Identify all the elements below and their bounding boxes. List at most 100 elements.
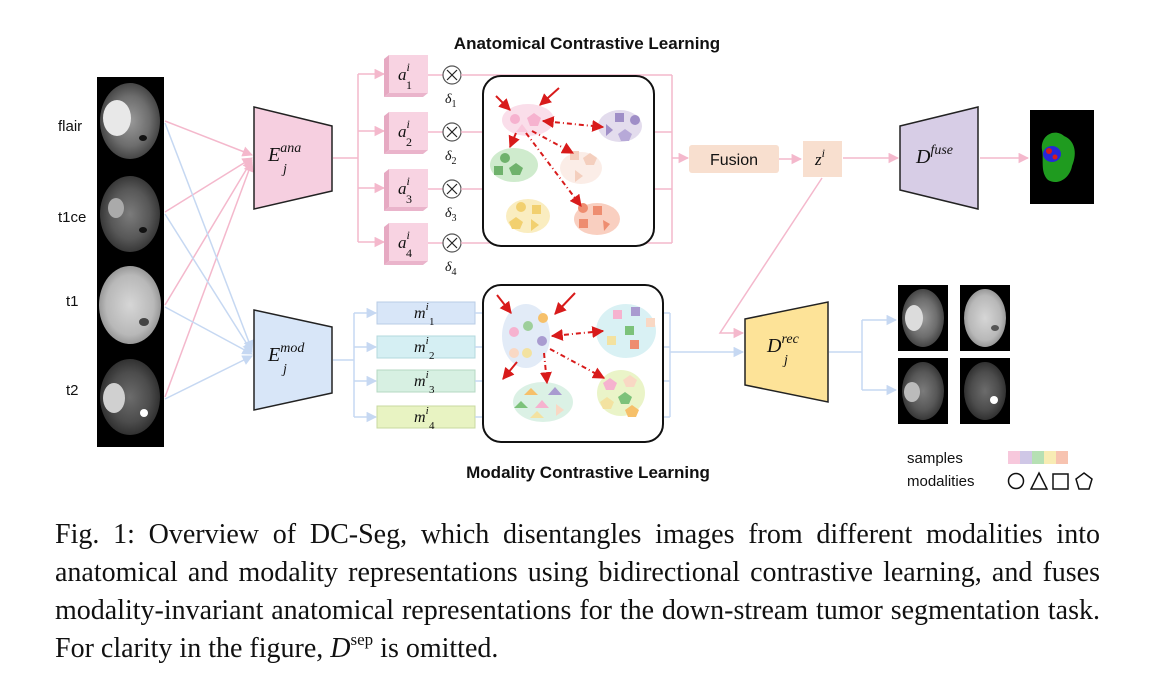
- fuse-decoder-sup: fuse: [930, 143, 953, 158]
- delta-1: δ: [445, 92, 452, 107]
- mri-slice-flair: [100, 83, 160, 159]
- ana-encoder-base: E: [267, 144, 280, 166]
- legend-samples-label: samples: [907, 450, 963, 467]
- z-sup: i: [822, 146, 825, 160]
- svg-text:mi: mi: [414, 335, 429, 356]
- mri-slice-t2: [100, 359, 160, 435]
- z-base: z: [814, 150, 822, 169]
- square-shape-icon: [1052, 473, 1069, 490]
- mri-slice-t1ce: [100, 176, 160, 252]
- sample-swatch-1: [1008, 451, 1020, 464]
- caption-math-base: D: [330, 633, 351, 664]
- m2-sup: i: [426, 335, 429, 347]
- sample-swatch-5: [1056, 451, 1068, 464]
- svg-text:Drec: Drec: [766, 332, 800, 357]
- rec-output-lines: [829, 314, 898, 396]
- anatomy-block-1: ai 1: [384, 55, 428, 97]
- sample-swatch-3: [1032, 451, 1044, 464]
- a3-sub: 3: [406, 192, 412, 206]
- a1-sup: i: [407, 60, 410, 74]
- modality-encoder: Emod j: [253, 309, 333, 411]
- svg-text:ai: ai: [398, 228, 410, 252]
- a4-base: a: [398, 233, 407, 252]
- input-encoder-connectors: [164, 120, 254, 400]
- delta-1-sub: 1: [452, 99, 457, 110]
- dc-seg-diagram: Anatomical Contrastive Learning Modality…: [58, 34, 1094, 490]
- a2-sub: 2: [406, 135, 412, 149]
- svg-text:δ3: δ3: [445, 206, 457, 224]
- input-label-t1: t1: [66, 293, 79, 310]
- anatomy-block-4: ai 4: [384, 223, 428, 265]
- modality-block-2: mi 2: [376, 335, 476, 362]
- delta-4-sub: 4: [452, 267, 457, 278]
- svg-text:Eana: Eana: [267, 141, 301, 166]
- m4-base: m: [414, 409, 426, 426]
- m4-sup: i: [426, 405, 429, 417]
- modality-block-4: mi 4: [376, 405, 476, 432]
- a2-sup: i: [407, 117, 410, 131]
- rec-decoder: Drec j: [744, 301, 829, 403]
- a4-sub: 4: [406, 246, 412, 260]
- svg-text:ai: ai: [398, 174, 410, 198]
- latent-z-block: zi: [803, 141, 842, 177]
- a1-base: a: [398, 65, 407, 84]
- svg-text:Dfuse: Dfuse: [915, 143, 953, 168]
- fuse-decoder-base: D: [915, 146, 931, 168]
- m3-sup: i: [426, 369, 429, 381]
- ana-encoder-sup: ana: [280, 141, 301, 156]
- caption-math-sup: sep: [350, 630, 374, 649]
- z-to-rec-arrow: [718, 177, 823, 339]
- fusion-label: Fusion: [710, 152, 758, 169]
- input-mri-stack: [97, 77, 164, 447]
- segmentation-output: [1030, 110, 1094, 204]
- svg-text:δ4: δ4: [445, 260, 457, 278]
- modality-title: Modality Contrastive Learning: [466, 463, 710, 482]
- m4-sub: 4: [429, 420, 435, 432]
- delta-3-sub: 3: [452, 213, 457, 224]
- delta-3: δ: [445, 206, 452, 221]
- a3-base: a: [398, 179, 407, 198]
- svg-text:ai: ai: [398, 60, 410, 84]
- a3-sup: i: [407, 174, 410, 188]
- sample-swatch-4: [1044, 451, 1056, 464]
- svg-text:mi: mi: [414, 405, 429, 426]
- svg-text:Emod: Emod: [267, 341, 305, 366]
- mod-encoder-base: E: [267, 344, 280, 366]
- a2-base: a: [398, 122, 407, 141]
- rec-decoder-sub: j: [782, 353, 788, 368]
- input-label-t2: t2: [66, 382, 79, 399]
- caption-part1: Fig. 1: Overview of DC-Seg, which disent…: [55, 519, 1100, 664]
- modality-block-3: mi 3: [376, 369, 476, 396]
- a1-sub: 1: [406, 78, 412, 92]
- mod-encoder-sup: mod: [280, 341, 305, 356]
- delta-4: δ: [445, 260, 452, 275]
- reconstructed-images: [898, 285, 1010, 424]
- m3-sub: 3: [429, 384, 435, 396]
- svg-text:δ2: δ2: [445, 149, 457, 167]
- m1-sub: 1: [429, 316, 435, 328]
- mri-slice-t1: [99, 266, 161, 344]
- m2-base: m: [414, 339, 426, 356]
- input-label-flair: flair: [58, 118, 82, 135]
- mod-encoder-sub: j: [281, 362, 287, 377]
- anatomy-fanout: [333, 68, 386, 248]
- modality-block-1: mi 1: [376, 301, 476, 328]
- triangle-shape-icon: [1029, 471, 1049, 490]
- anatomy-encoder: Eana j: [253, 106, 333, 210]
- sample-color-swatches: [1008, 451, 1068, 464]
- svg-text:ai: ai: [398, 117, 410, 141]
- anatomical-contrastive-box: [482, 75, 655, 247]
- sample-swatch-2: [1020, 451, 1032, 464]
- pentagon-shape-icon: [1075, 472, 1093, 490]
- m1-base: m: [414, 305, 426, 322]
- svg-text:mi: mi: [414, 369, 429, 390]
- rec-decoder-sup: rec: [781, 332, 799, 347]
- a4-sup: i: [407, 228, 410, 242]
- svg-text:δ1: δ1: [445, 92, 457, 110]
- svg-text:mi: mi: [414, 301, 429, 322]
- modality-fanout: [333, 307, 378, 423]
- legend-modalities-label: modalities: [907, 473, 975, 490]
- figure-caption: Fig. 1: Overview of DC-Seg, which disent…: [55, 516, 1100, 668]
- legend: samples modalities: [907, 450, 1093, 490]
- delta-labels: δ1 δ2 δ3 δ4: [445, 92, 457, 278]
